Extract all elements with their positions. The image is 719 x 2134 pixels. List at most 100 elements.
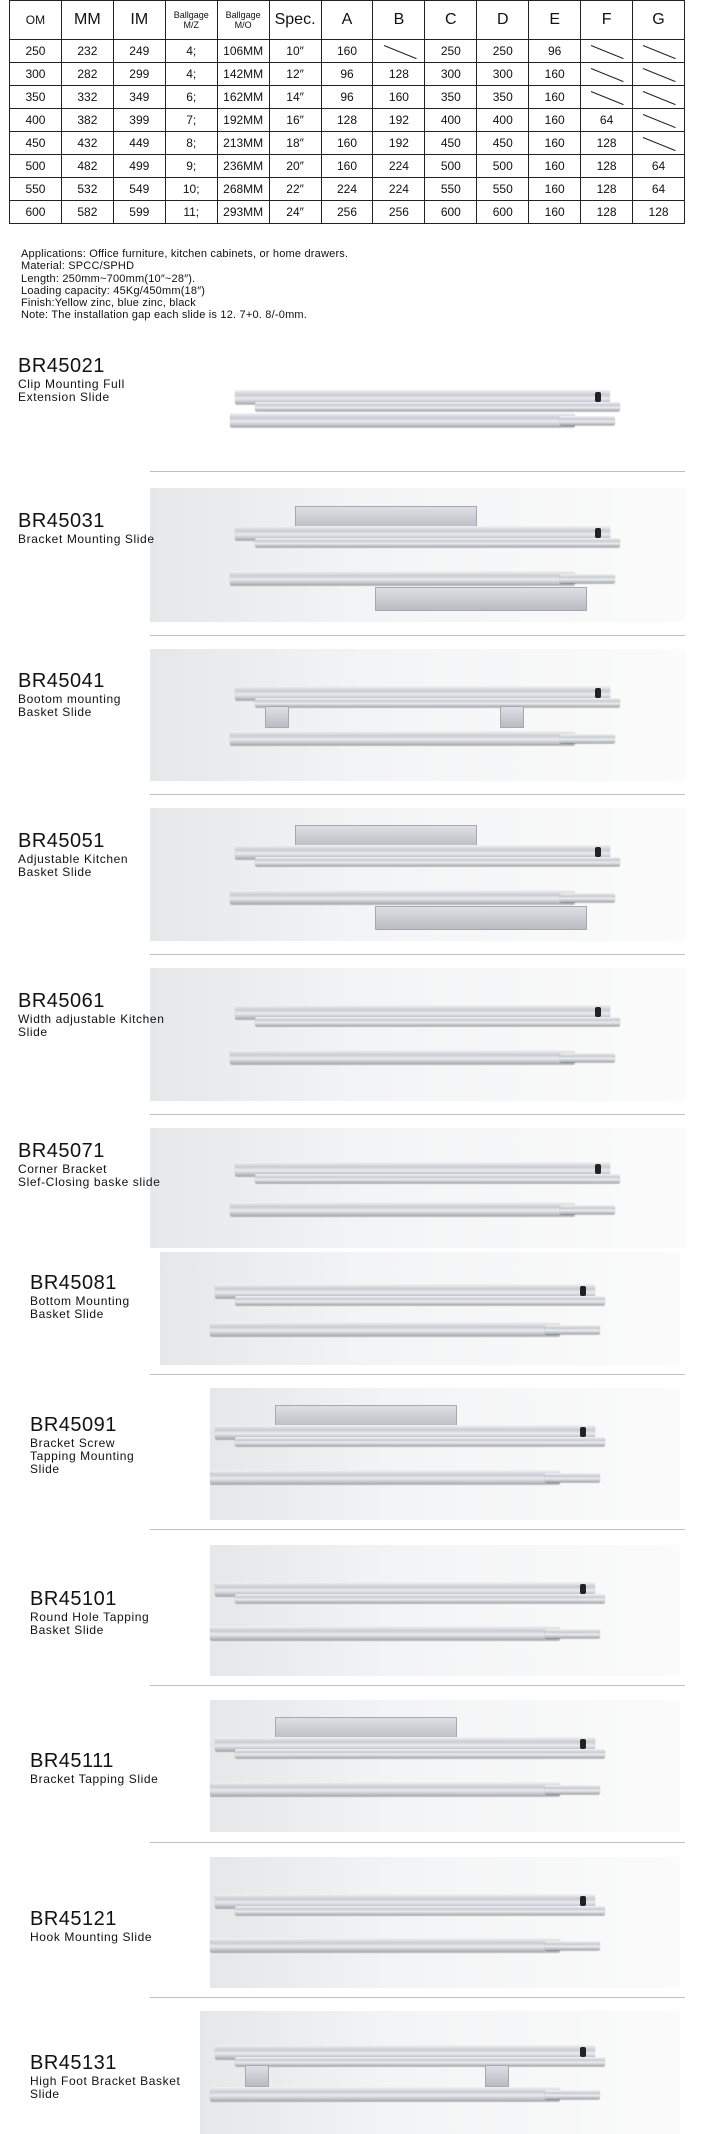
table-cell: 300 [476, 62, 530, 86]
slide-clip-image [595, 847, 601, 858]
product-description: Tapping Mounting [30, 1449, 135, 1463]
product-code: BR45071 [18, 1140, 105, 1162]
slide-clip-image [595, 1163, 601, 1174]
slide-extension-image [545, 1472, 600, 1482]
slide-inner-rail-image [235, 1748, 605, 1758]
table-cell: 12″ [268, 62, 322, 86]
product-image-background [200, 2011, 680, 2134]
slide-rail-image [210, 1626, 560, 1641]
slide-rail-image [210, 1938, 560, 1953]
product-description: Slide [30, 1462, 60, 1476]
table-cell: 450 [9, 131, 62, 155]
foot-bracket-image [245, 2065, 269, 2088]
product-description: Slef-Closing baske slide [18, 1175, 161, 1189]
slide-clip-image [580, 1895, 586, 1906]
table-cell: 499 [112, 154, 166, 178]
table-cell: 96 [320, 85, 374, 109]
product-description: Hook Mounting Slide [30, 1930, 153, 1944]
table-cell: 399 [112, 108, 166, 132]
column-header: Spec. [268, 0, 322, 40]
product-description: Basket Slide [30, 1307, 104, 1321]
product-description: Slide [30, 2087, 60, 2101]
table-cell: 450 [476, 131, 530, 155]
foot-bracket-image [500, 705, 524, 728]
table-cell: 400 [476, 108, 530, 132]
empty-cell [632, 108, 685, 132]
product-code: BR45091 [30, 1414, 117, 1436]
product-description: Round Hole Tapping [30, 1610, 150, 1624]
product-code: BR45131 [30, 2052, 117, 2074]
table-cell: 64 [632, 177, 685, 201]
slide-rail-image [210, 1781, 560, 1796]
table-cell: 550 [9, 177, 62, 201]
slide-rail-image [235, 389, 610, 404]
table-cell: 500 [476, 154, 530, 178]
product-description: Basket Slide [18, 865, 92, 879]
table-cell: 160 [320, 154, 374, 178]
product-code: BR45111 [30, 1750, 114, 1772]
table-cell: 350 [9, 85, 62, 109]
mounting-bracket-image [375, 587, 587, 612]
table-cell: 300 [9, 62, 62, 86]
slide-inner-rail-image [255, 857, 620, 867]
slide-rail-image [235, 1005, 610, 1020]
slide-clip-image [595, 1007, 601, 1018]
product-description: Basket Slide [30, 1623, 104, 1637]
slide-clip-image [580, 1738, 586, 1749]
table-cell: 224 [320, 177, 374, 201]
column-header: MM [60, 0, 114, 40]
slide-extension-image [545, 1941, 600, 1951]
product-image-background [210, 1545, 680, 1676]
table-cell: 24″ [268, 200, 322, 224]
slide-inner-rail-image [255, 537, 620, 547]
table-cell: 250 [424, 39, 478, 63]
table-cell: 300 [424, 62, 478, 86]
table-cell: 500 [424, 154, 478, 178]
table-cell: 162MM [216, 85, 270, 109]
table-cell: 96 [320, 62, 374, 86]
table-cell: 500 [9, 154, 62, 178]
product-image-background [210, 1857, 680, 1988]
mounting-bracket-image [375, 906, 587, 931]
product-image-background [150, 968, 685, 1101]
product-description: Corner Bracket [18, 1162, 108, 1176]
table-cell: 192 [372, 131, 426, 155]
slide-inner-rail-image [255, 697, 620, 707]
column-header: B [372, 0, 426, 40]
table-cell: 449 [112, 131, 166, 155]
table-cell: 106MM [216, 39, 270, 63]
slide-clip-image [580, 1583, 586, 1594]
slide-extension-image [545, 1325, 600, 1335]
slide-rail-image [235, 685, 610, 700]
slide-rail-image [230, 890, 575, 905]
product-description: Slide [18, 1025, 48, 1039]
table-cell: 256 [320, 200, 374, 224]
table-cell: 192MM [216, 108, 270, 132]
product-description: Basket Slide [18, 705, 92, 719]
product-description: Extension Slide [18, 390, 110, 404]
table-cell: 4; [164, 39, 218, 63]
table-cell: 160 [320, 131, 374, 155]
slide-rail-image [230, 1050, 575, 1065]
column-header: Ballgage M/O [216, 0, 270, 40]
note-loading-capacity: Loading capacity: 45Kg/450mm(18″) [21, 284, 206, 297]
table-cell: 299 [112, 62, 166, 86]
slide-inner-rail-image [235, 1295, 605, 1305]
slide-rail-image [215, 1581, 595, 1596]
table-cell: 232 [60, 39, 114, 63]
table-cell: 160 [372, 85, 426, 109]
product-image-background [150, 649, 685, 781]
